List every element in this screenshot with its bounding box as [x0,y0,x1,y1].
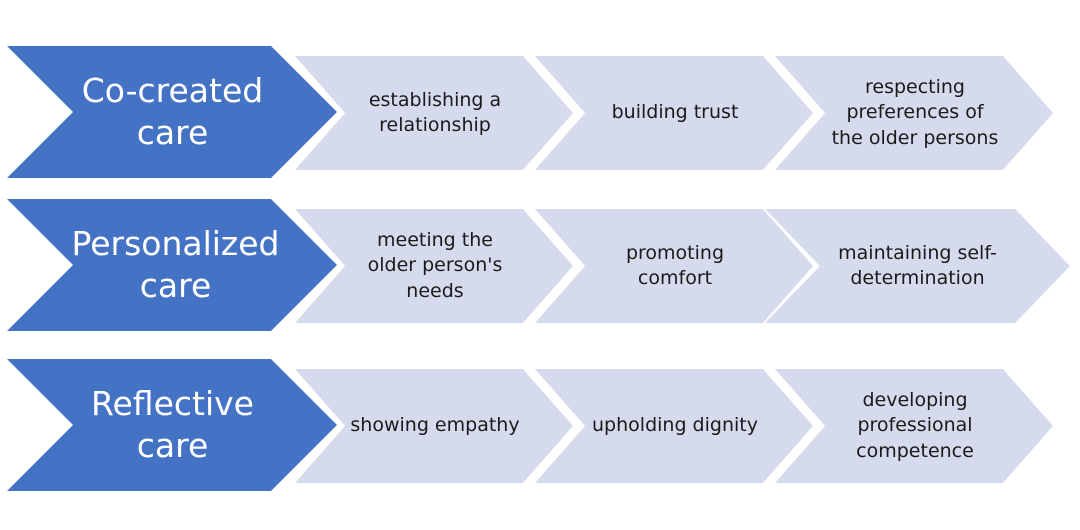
step-label: showing empathy [350,414,520,437]
step-label: meeting the older person's needs [367,229,503,302]
step-label: maintaining self-determination [838,241,997,289]
step-label: upholding dignity [592,414,758,437]
row-personalized-care: Personalized care meeting the older pers… [0,199,1080,334]
step-label: promoting comfort [625,241,725,289]
step-label: developing professional competence [856,389,974,462]
main-chevron-label: Co-created care [81,70,264,152]
row-reflective-care: Reflective care showing empathy upholdin… [0,359,1080,494]
step-label: building trust [611,101,739,124]
main-chevron-label: Personalized care [71,223,280,305]
step-label: establishing a relationship [368,88,502,136]
step-label: respecting preferences of the older pers… [831,76,999,149]
main-chevron-label: Reflective care [91,383,254,465]
row-co-created-care: Co-created care establishing a relations… [0,46,1080,181]
